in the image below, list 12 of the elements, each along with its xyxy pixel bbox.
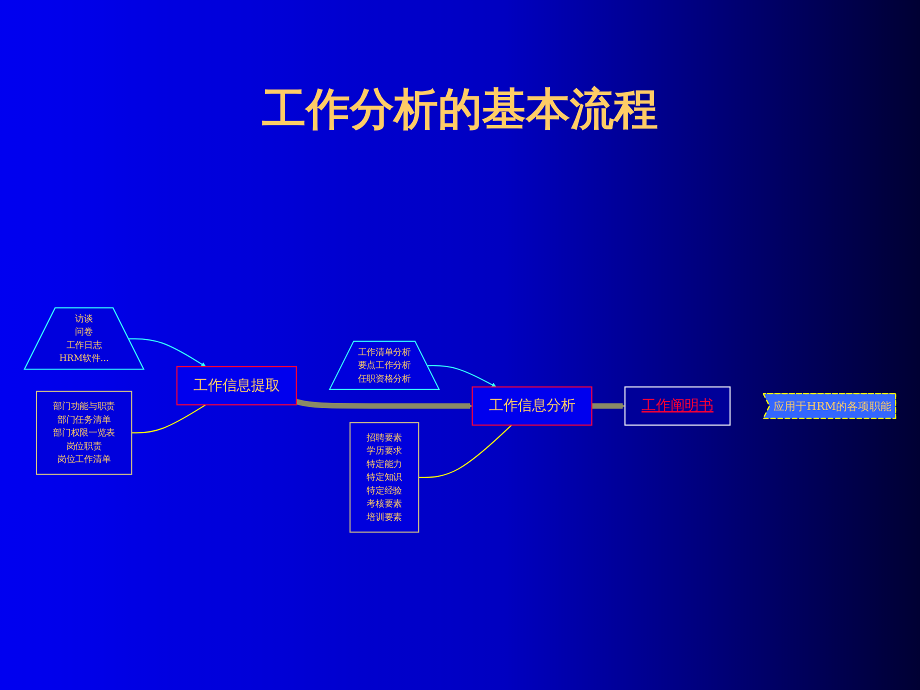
node-box: 部门功能与职责 部门任务清单 部门权限一览表 岗位职责 岗位工作清单 xyxy=(36,390,132,475)
node-box: 招聘要素 学历要求 特定能力 特定知识 特定经验 考核要素 培训要素 xyxy=(349,422,420,533)
connector xyxy=(132,404,206,434)
node-box: 工作信息提取 xyxy=(176,366,297,406)
arrow xyxy=(592,403,626,409)
arrow xyxy=(296,398,472,409)
node-box: 工作信息分析 xyxy=(472,386,592,426)
arrow xyxy=(427,365,496,388)
title: 工作分析的基本流程 xyxy=(261,83,659,137)
connector xyxy=(418,424,512,478)
arrow xyxy=(128,338,206,367)
node-box: 工作阐明书 xyxy=(624,386,731,426)
